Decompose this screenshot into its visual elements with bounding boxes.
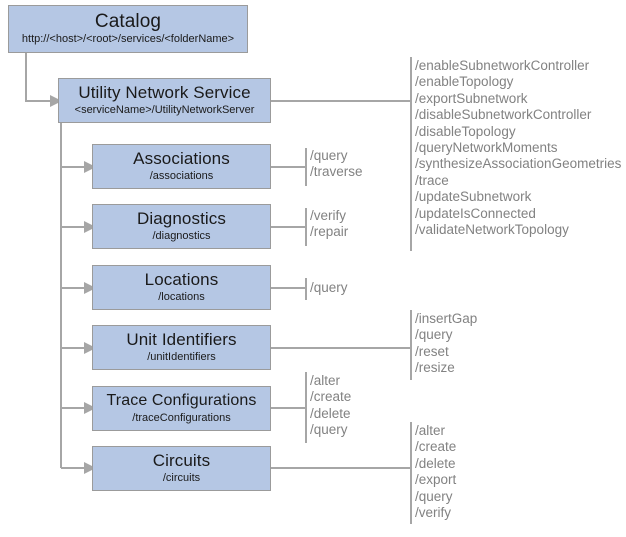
operation-item: /delete — [415, 455, 456, 471]
node-catalog-path: http://<host>/<root>/services/<folderNam… — [21, 33, 235, 46]
operations-trace-configurations: /alter/create/delete/query — [310, 373, 351, 439]
node-associations[interactable]: Associations /associations — [92, 144, 271, 189]
operation-item: /alter — [415, 423, 446, 438]
operation-item: /queryNetworkMoments — [415, 140, 558, 156]
node-associations-title: Associations — [133, 148, 230, 168]
operation-item: /enableSubnetworkController — [415, 58, 590, 73]
node-diagnostics-title: Diagnostics — [137, 208, 226, 228]
operation-item: /traverse — [310, 164, 363, 180]
operation-item: /query — [310, 422, 348, 438]
operation-item: /synthesizeAssociationGeometries — [415, 156, 622, 172]
operation-item: /reset — [415, 343, 449, 359]
operations-locations: /query — [310, 280, 348, 296]
node-locations-path: /locations — [158, 291, 205, 304]
operation-item: /query — [310, 148, 348, 163]
operation-item: /query — [310, 280, 348, 295]
operation-item: /insertGap — [415, 311, 478, 326]
node-locations-title: Locations — [144, 269, 219, 289]
node-locations[interactable]: Locations /locations — [92, 265, 271, 310]
node-utility-network-service-title: Utility Network Service — [78, 82, 251, 102]
node-circuits-path: /circuits — [162, 472, 201, 485]
wire-catalog-to-service — [24, 53, 50, 103]
node-trace-configurations-title: Trace Configurations — [106, 392, 257, 410]
operation-item: /resize — [415, 360, 455, 376]
operation-item: /validateNetworkTopology — [415, 222, 569, 238]
operation-item: /alter — [310, 373, 341, 388]
operations-diagnostics: /verify/repair — [310, 208, 348, 241]
node-circuits[interactable]: Circuits /circuits — [92, 446, 271, 491]
node-diagnostics[interactable]: Diagnostics /diagnostics — [92, 204, 271, 249]
operation-item: /disableTopology — [415, 123, 516, 139]
operation-item: /delete — [310, 405, 351, 421]
arrow-heads — [50, 95, 96, 474]
node-associations-path: /associations — [149, 170, 214, 183]
operation-item: /updateIsConnected — [415, 205, 536, 221]
node-utility-network-service-path: <serviceName>/UtilityNetworkServer — [74, 104, 255, 117]
operation-item: /disableSubnetworkController — [415, 107, 592, 123]
node-circuits-title: Circuits — [152, 450, 211, 470]
operations-associations: /query/traverse — [310, 148, 363, 181]
node-trace-configurations-path: /traceConfigurations — [132, 411, 231, 424]
node-diagnostics-path: /diagnostics — [152, 230, 211, 243]
operation-item: /query — [415, 488, 453, 504]
operation-item: /enableTopology — [415, 74, 514, 90]
operations-unit-identifiers: /insertGap/query/reset/resize — [415, 311, 477, 377]
node-unit-identifiers[interactable]: Unit Identifiers /unitIdentifiers — [92, 325, 271, 370]
node-unit-identifiers-path: /unitIdentifiers — [147, 351, 216, 364]
operation-item: /exportSubnetwork — [415, 90, 528, 106]
operation-item: /repair — [310, 224, 349, 240]
node-trace-configurations[interactable]: Trace Configurations /traceConfiguration… — [92, 386, 271, 431]
operation-item: /updateSubnetwork — [415, 189, 532, 205]
node-unit-identifiers-title: Unit Identifiers — [126, 329, 237, 349]
operations-circuits: /alter/create/delete/export/query/verify — [415, 423, 456, 521]
operation-item: /verify — [310, 208, 347, 223]
node-catalog-title: Catalog — [94, 10, 162, 32]
operation-item: /create — [415, 439, 457, 455]
operation-item: /query — [415, 327, 453, 343]
node-catalog[interactable]: Catalog http://<host>/<root>/services/<f… — [8, 5, 248, 53]
operation-item: /export — [415, 472, 457, 488]
node-utility-network-service[interactable]: Utility Network Service <serviceName>/Ut… — [58, 78, 271, 123]
operation-item: /verify — [415, 505, 452, 521]
operation-item: /create — [310, 389, 352, 405]
operation-item: /trace — [415, 172, 449, 188]
operations-utility-network-service: /enableSubnetworkController/enableTopolo… — [415, 58, 621, 238]
